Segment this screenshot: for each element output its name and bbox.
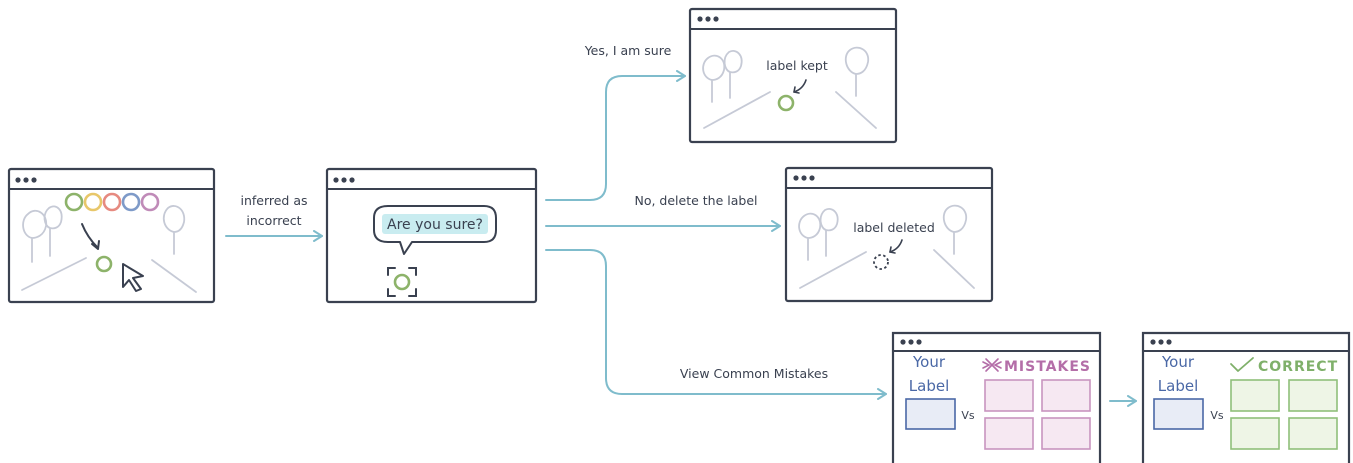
window-dots-icon [793,175,815,181]
window-dots-icon [333,177,355,183]
placed-label-marker [95,255,113,273]
annotation-label-kept: label kept [766,58,828,73]
mistake-box [1041,417,1091,450]
your-label-line2: Label [909,377,949,395]
label-option-circle [102,192,122,212]
selected-label-marker [393,273,411,291]
panel-correct-examples: Your Label Vs CORRECT [1141,331,1351,463]
tree-right-icon [933,204,975,289]
window-dots-icon [697,16,719,22]
annotation-arrow-icon [793,79,807,93]
confirm-prompt: Are you sure? [387,217,483,233]
correct-box [1288,379,1338,412]
edge-label-no-delete: No, delete the label [634,193,757,208]
correct-header: CORRECT [1258,359,1338,375]
window-frame [688,7,898,144]
tree-left-icon [21,205,87,291]
annotation-arrowhead-icon [793,86,800,94]
tree-right-icon [835,46,877,129]
edge-label-yes-sure: Yes, I am sure [584,43,672,58]
your-label-line2: Label [1158,377,1198,395]
arrow-yes-sure [545,70,686,201]
annotation-arrowhead-icon [889,246,896,254]
annotation-label-deleted: label deleted [853,220,935,235]
correct-box [1230,417,1280,450]
label-option-circle [140,192,160,212]
panel-label-deleted: label deleted [784,166,994,303]
edge-label-inferred-line2: incorrect [246,213,301,228]
panel-labeling [7,167,216,304]
mistake-box [984,417,1034,450]
drag-arrow-icon [81,223,99,249]
focus-brackets-icon [387,267,417,297]
mouse-cursor-icon [122,263,144,292]
window-dots-icon [15,177,37,183]
annotation-arrow-icon [889,239,903,253]
prompt-highlight [382,214,488,234]
edge-label-view-mistakes: View Common Mistakes [680,366,828,381]
tree-right-icon [151,205,197,293]
mistake-box [1041,379,1091,412]
drag-arrowhead-icon [91,240,100,250]
label-options-row [64,192,160,212]
arrow-view-mistakes [545,249,887,400]
label-option-circle [83,192,103,212]
kept-label-marker [777,94,795,112]
label-option-circle [121,192,141,212]
panel-common-mistakes: Your Label Vs MISTAKES [891,331,1102,463]
window-dots-icon [900,339,922,345]
panel-confirm: Are you sure? [325,167,538,304]
window-dots-icon [1150,339,1172,345]
tree-left-icon [798,208,867,289]
edge-label-inferred-line1: inferred as [240,193,307,208]
correct-box [1288,417,1338,450]
cross-icon [982,358,1002,372]
checkmark-icon [1230,357,1254,372]
panel-label-kept: label kept [688,7,898,144]
correct-box [1230,379,1280,412]
your-label-box [1153,398,1204,430]
your-label-line1: Your [1161,353,1195,371]
vs-label: Vs [961,409,975,422]
deleted-label-marker [873,254,889,270]
vs-label: Vs [1210,409,1224,422]
your-label-line1: Your [912,353,946,371]
label-option-circle [64,192,84,212]
tree-left-icon [702,50,771,129]
your-label-box [905,398,956,430]
mistakes-header: MISTAKES [1004,359,1091,375]
mistake-box [984,379,1034,412]
